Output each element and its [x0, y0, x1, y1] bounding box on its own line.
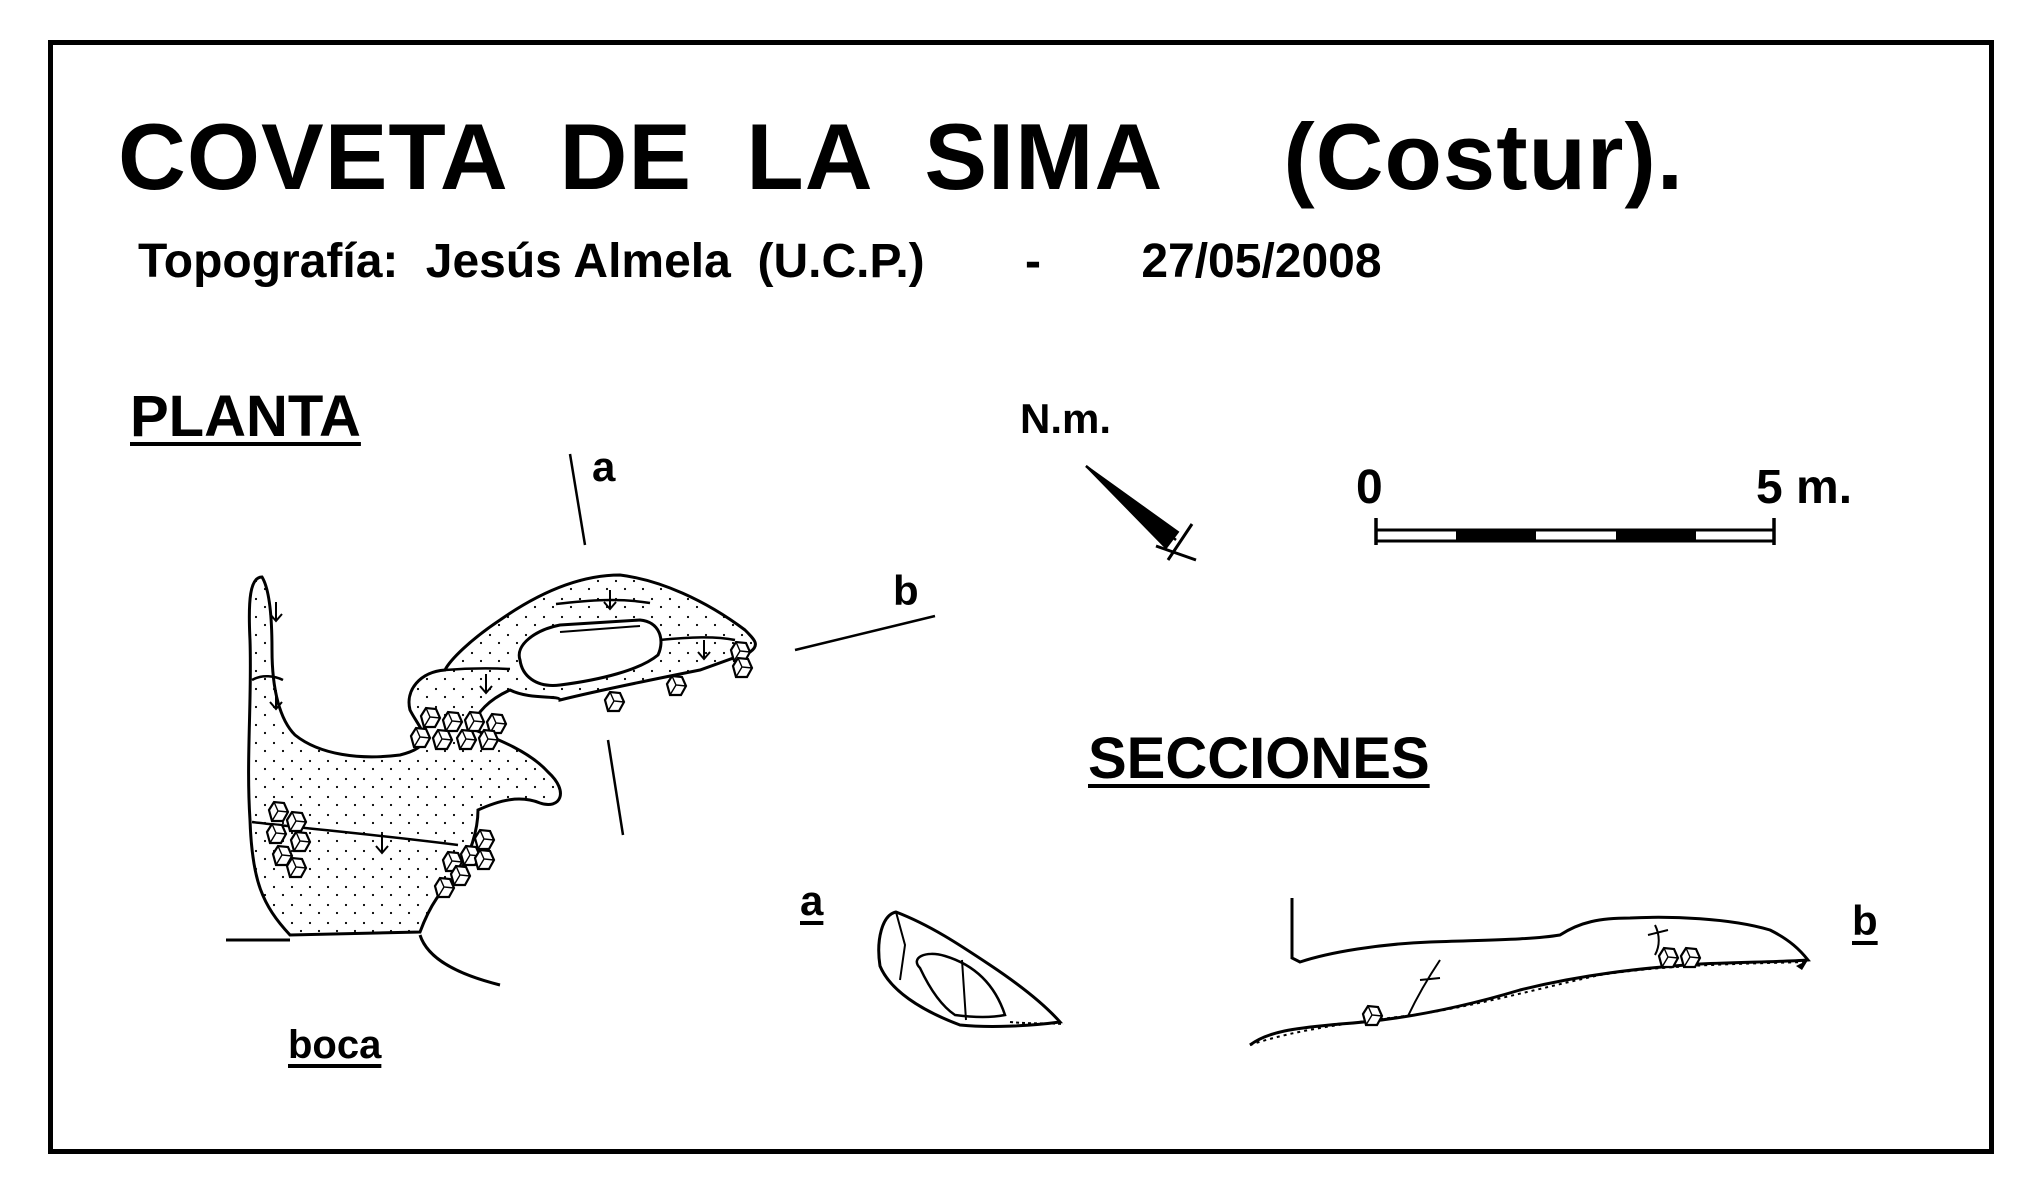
plan-view: [226, 453, 936, 987]
plan-rock-pillar: [517, 618, 663, 687]
credit-separator: -: [1024, 235, 1041, 288]
survey-date: 27/05/2008: [1141, 235, 1382, 288]
title-place: (Costur).: [1283, 104, 1684, 209]
section-b-label: b: [1852, 897, 1878, 944]
title-cave-name: COVETA DE LA SIMA: [118, 104, 1164, 209]
map-frame: [48, 40, 1994, 1154]
north-label: N.m.: [1020, 395, 1112, 442]
section-line-a-bottom: [606, 739, 625, 836]
scale-end-label: 5 m.: [1756, 461, 1853, 514]
survey-credit: Topografía: Jesús Almela (U.C.P.) - 27/0…: [138, 238, 1382, 286]
section-line-a-top: [568, 453, 587, 546]
sections-heading: SECCIONES: [1088, 726, 1430, 791]
map-title: COVETA DE LA SIMA(Costur).: [118, 110, 1684, 204]
survey-label: Topografía:: [138, 235, 399, 288]
section-line-b: [794, 614, 936, 652]
section-a-profile: [877, 910, 1065, 1028]
section-b-profile: [1249, 898, 1811, 1047]
plan-section-a-label: a: [592, 443, 616, 490]
surveyor-name: Jesús Almela (U.C.P.): [425, 235, 925, 288]
entrance-label: boca: [288, 1023, 382, 1067]
scale-start-label: 0: [1356, 461, 1383, 514]
north-arrow-icon: [1085, 465, 1197, 562]
scale-bar: [1374, 518, 1776, 545]
plan-section-b-label: b: [893, 567, 919, 614]
plan-heading: PLANTA: [130, 384, 361, 449]
section-a-label: a: [800, 877, 824, 924]
plan-cave-outline: [247, 573, 757, 937]
